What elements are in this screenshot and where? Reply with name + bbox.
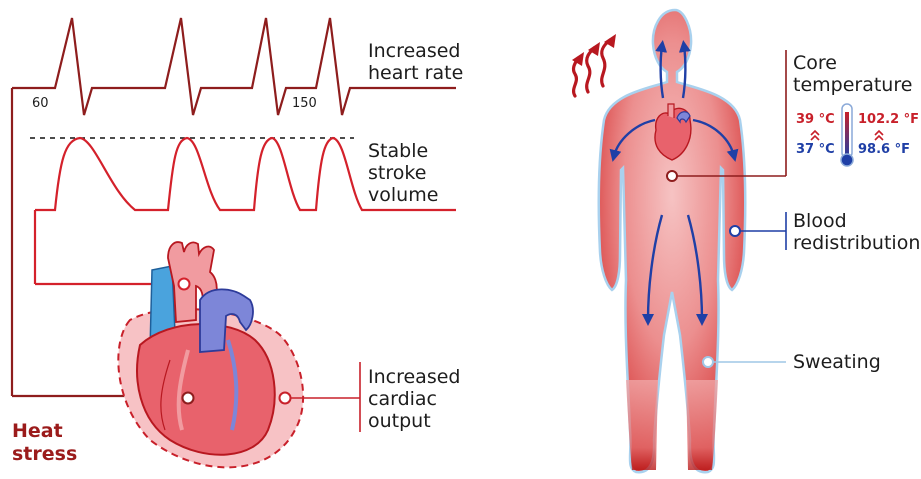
heat-wave-arrowheads: [572, 34, 616, 66]
heart-rate-label-line: Increased: [368, 40, 463, 62]
heart-rate-start-value: 60: [32, 96, 49, 111]
cardiac-output-label: Increased cardiac output: [368, 366, 460, 432]
blood-redistribution-marker: [730, 226, 740, 236]
cardiac-output-label-line: output: [368, 410, 460, 432]
core-temperature-label: Core temperature: [793, 52, 912, 96]
core-temperature-label-line: temperature: [793, 74, 912, 96]
blood-redistribution-label-line: Blood: [793, 210, 920, 232]
thermometer-icon: [841, 104, 853, 166]
heart-aorta-marker: [179, 279, 190, 290]
temp-hot-celsius: 39 °C: [796, 112, 835, 127]
cardiac-output-label-line: Increased: [368, 366, 460, 388]
heat-stress-label: Heat stress: [12, 420, 77, 466]
heart-rate-end-value: 150: [292, 96, 317, 111]
human-body: [599, 10, 745, 472]
sweating-label: Sweating: [793, 351, 881, 373]
stroke-volume-label: Stable stroke volume: [368, 140, 438, 206]
heart-illustration: [118, 242, 303, 467]
heat-stress-label-line: stress: [12, 443, 77, 466]
core-temperature-label-line: Core: [793, 52, 912, 74]
core-temperature-marker: [667, 171, 677, 181]
sweating-marker: [703, 357, 713, 367]
stroke-volume-label-line: stroke: [368, 162, 438, 184]
blood-redistribution-label-line: redistribution: [793, 232, 920, 254]
heart-rate-label-line: heart rate: [368, 62, 463, 84]
temp-cool-celsius: 37 °C: [796, 142, 835, 157]
blood-redistribution-label: Blood redistribution: [793, 210, 920, 254]
temp-hot-fahrenheit: 102.2 °F: [858, 112, 919, 127]
temp-cool-fahrenheit: 98.6 °F: [858, 142, 910, 157]
cardiac-output-label-line: cardiac: [368, 388, 460, 410]
heart-ventricle-marker: [183, 393, 194, 404]
heart-rate-label: Increased heart rate: [368, 40, 463, 84]
heat-stress-label-line: Heat: [12, 420, 77, 443]
stroke-volume-label-line: Stable: [368, 140, 438, 162]
heart-output-marker: [280, 393, 291, 404]
stroke-volume-label-line: volume: [368, 184, 438, 206]
